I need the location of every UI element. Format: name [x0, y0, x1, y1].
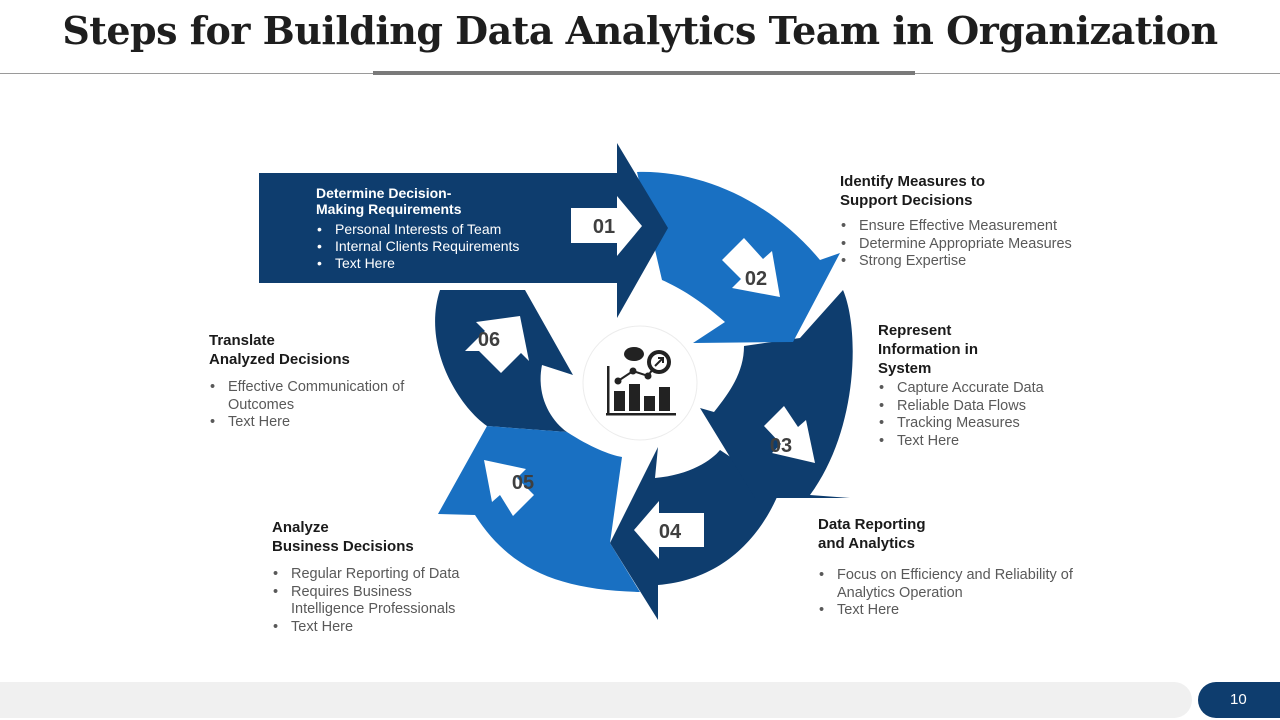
- step-01-heading: Determine Decision- Making Requirements: [316, 185, 462, 217]
- page-number: 10: [1198, 682, 1280, 718]
- step-02-heading: Identify Measures to Support Decisions: [840, 173, 986, 209]
- step-06-number-arrow: [465, 316, 529, 373]
- step-01-number-arrow: [571, 196, 642, 256]
- step-02-bullet: Ensure Effective Measurement: [840, 218, 1100, 236]
- step-05-bullet: Regular Reporting of Data: [272, 566, 482, 584]
- step-03-bullet: Capture Accurate Data: [878, 380, 1098, 398]
- center-circle: [582, 325, 698, 441]
- step-04-number-arrow: [634, 501, 704, 559]
- analytics-chart-icon: [606, 347, 676, 416]
- step-06-heading: Translate Analyzed Decisions: [209, 332, 350, 368]
- title-accent-bar: [373, 71, 915, 75]
- step-05-bullet: Requires Business Intelligence Professio…: [272, 584, 482, 619]
- step-06-text: Translate Analyzed Decisions Effective C…: [209, 331, 424, 432]
- segment-03: [700, 290, 853, 498]
- step-03-number-arrow: [764, 406, 815, 463]
- step-02-bullet: Determine Appropriate Measures: [840, 236, 1100, 254]
- step-03-bullet: Reliable Data Flows: [878, 398, 1098, 416]
- step-05-heading: Analyze Business Decisions: [272, 519, 414, 555]
- footer-bar: [0, 682, 1192, 718]
- step-04-bullet: Text Here: [818, 602, 1083, 620]
- step-03-heading: Represent Information in System: [878, 322, 978, 377]
- step-01-text: Determine Decision- Making Requirements …: [316, 185, 576, 272]
- step-04-number: 04: [659, 521, 682, 543]
- step-02-number: 02: [745, 268, 767, 290]
- step-04-text: Data Reporting and Analytics Focus on Ef…: [818, 515, 1083, 620]
- step-03-number: 03: [770, 435, 792, 457]
- step-05-bullet: Text Here: [272, 619, 482, 637]
- step-03-text: Represent Information in System Capture …: [878, 321, 1098, 450]
- step-05-text: Analyze Business Decisions Regular Repor…: [272, 518, 482, 636]
- step-05-number-arrow: [484, 460, 534, 516]
- step-06-number: 06: [478, 329, 500, 351]
- step-01-bullet: Internal Clients Requirements: [316, 238, 576, 255]
- step-03-bullet: Text Here: [878, 433, 1098, 451]
- step-02-text: Identify Measures to Support Decisions E…: [840, 172, 1100, 271]
- step-04-bullet: Focus on Efficiency and Reliability of A…: [818, 567, 1083, 602]
- step-06-bullet: Text Here: [209, 414, 424, 432]
- step-04-heading: Data Reporting and Analytics: [818, 516, 926, 552]
- step-06-bullet: Effective Communication of Outcomes: [209, 379, 424, 414]
- step-01-number: 01: [593, 216, 615, 238]
- step-01-bullet: Text Here: [316, 255, 576, 272]
- step-03-bullet: Tracking Measures: [878, 415, 1098, 433]
- step-01-bullet: Personal Interests of Team: [316, 221, 576, 238]
- step-02-number-arrow: [722, 238, 780, 297]
- step-02-bullet: Strong Expertise: [840, 253, 1100, 271]
- step-05-number: 05: [512, 472, 534, 494]
- page-title: Steps for Building Data Analytics Team i…: [62, 8, 1218, 53]
